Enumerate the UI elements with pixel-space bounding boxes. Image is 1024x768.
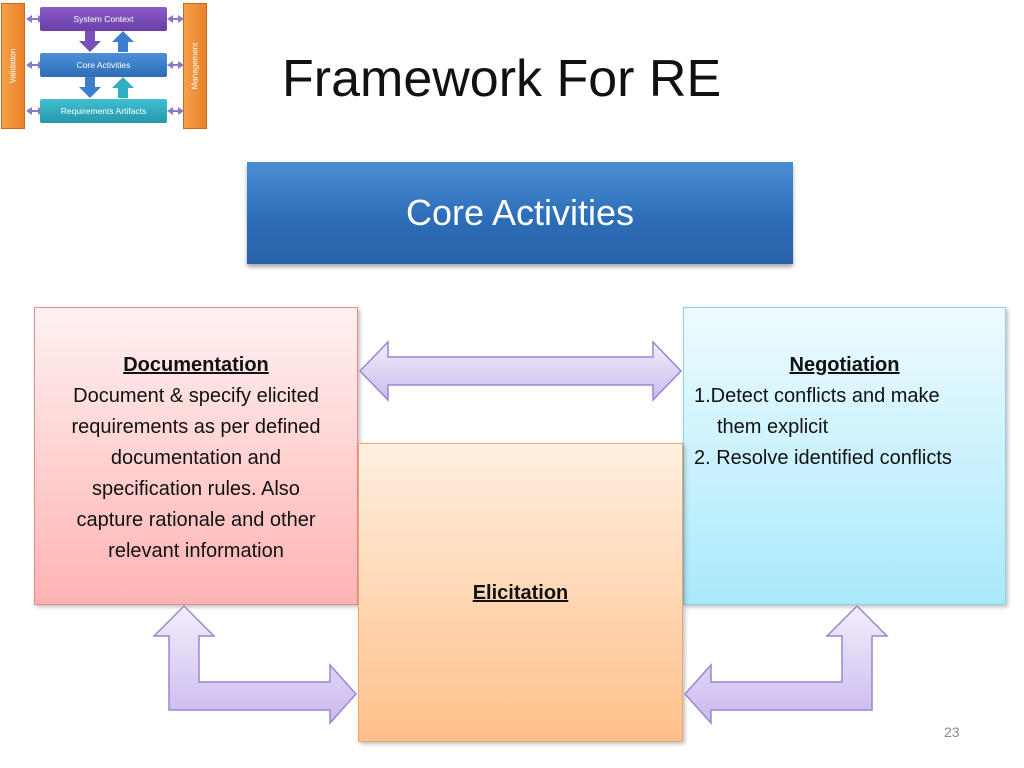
negotiation-item-1-continued: them explicit [717,416,829,438]
core-activities-banner: Core Activities [247,162,793,264]
documentation-line: requirements as per defined [71,416,321,438]
documentation-heading: Documentation [123,354,269,376]
validation-bar: Validation [1,3,25,129]
thumb-core-activities: Core Activities [40,53,167,77]
slide-title: Framework For RE [282,50,722,108]
elicitation-heading: Elicitation [472,582,569,604]
documentation-line: specification rules. Also [92,478,300,500]
documentation-line: capture rationale and other [76,509,316,531]
negotiation-box: Negotiation 1.Detect conflicts and make … [683,307,1006,605]
thumbnail-arrows [26,15,184,115]
management-bar: Management [183,3,207,129]
negotiation-heading: Negotiation [789,354,900,376]
thumb-requirements-artifacts: Requirements Artifacts [40,99,167,123]
documentation-line: documentation and [110,447,282,469]
negotiation-item-2: 2. Resolve identified conflicts [694,447,952,469]
elicitation-negotiation-arrow [683,604,889,725]
documentation-box: Documentation Document & specify elicite… [34,307,358,605]
documentation-elicitation-arrow [152,604,358,725]
documentation-negotiation-arrow [358,340,683,402]
negotiation-item-1: 1.Detect conflicts and make [694,385,940,407]
page-number: 23 [944,724,960,740]
thumb-system-context: System Context [40,7,167,31]
documentation-line: Document & specify elicited [73,385,319,407]
elicitation-box: Elicitation [358,443,683,742]
documentation-line: relevant information [108,540,284,562]
